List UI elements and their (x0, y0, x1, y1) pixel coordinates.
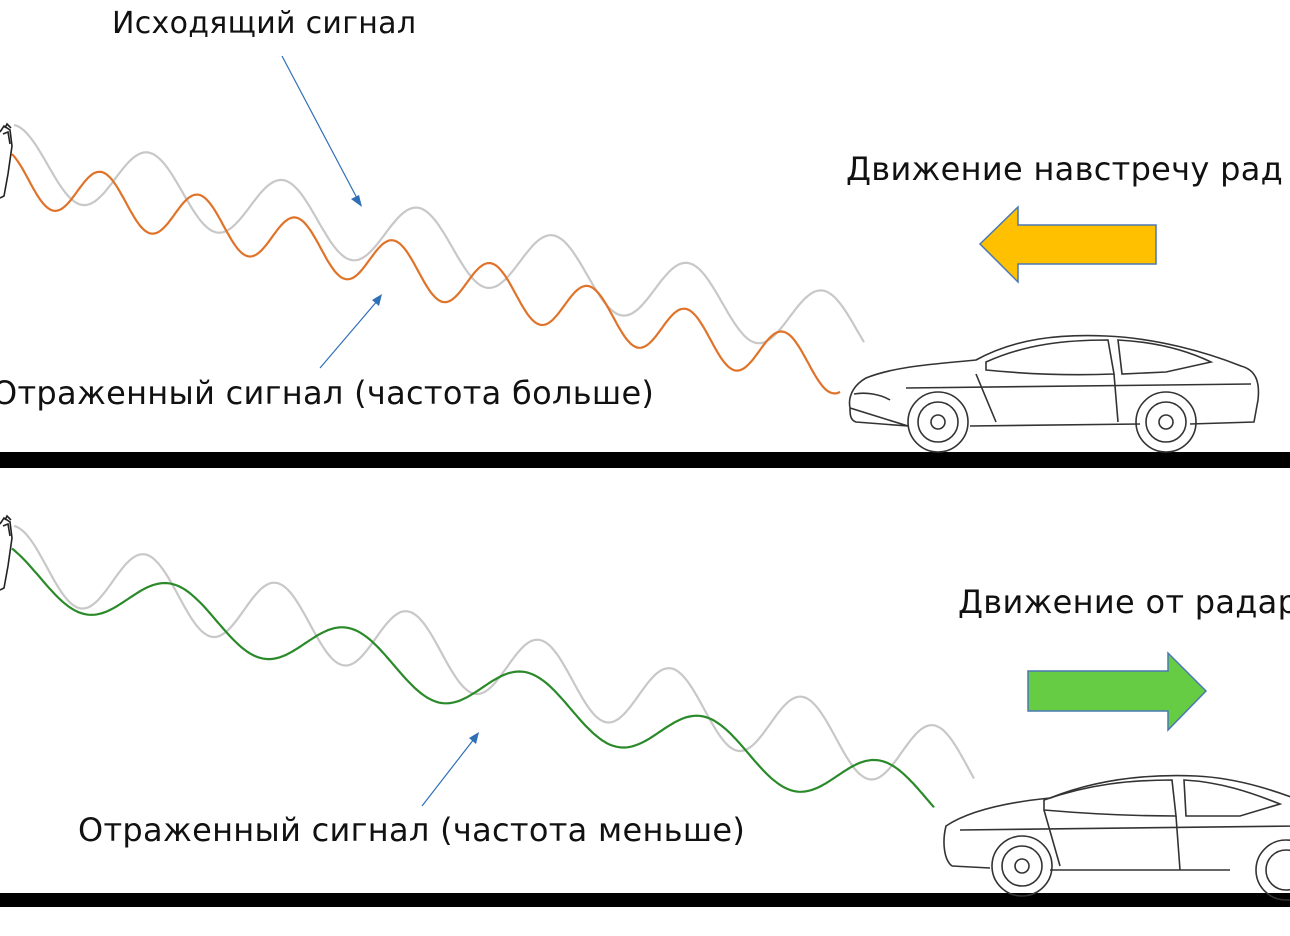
radar-gun-icon (0, 122, 13, 199)
road-top (0, 452, 1290, 468)
pointer-reflected-higher-head (372, 294, 382, 306)
pointer-outgoing-head (351, 195, 362, 207)
reflected-wave-lower (11, 547, 935, 809)
pointer-reflected-lower-head (469, 732, 479, 744)
arrow-right-icon (1027, 651, 1208, 732)
car-icon (848, 334, 1260, 453)
outgoing-wave-top (13, 123, 865, 345)
motion-away-label: Движение от радар (958, 583, 1290, 621)
arrow-left-icon (978, 205, 1157, 284)
pointer-arrows (281, 55, 479, 807)
reflected-lower-label: Отраженный сигнал (частота меньше) (78, 811, 746, 849)
road-bottom (0, 893, 1290, 907)
outgoing-wave-bottom (13, 524, 975, 781)
car-icon (943, 774, 1290, 901)
pointer-outgoing (281, 55, 359, 201)
reflected-higher-label: Отраженный сигнал (частота больше) (0, 374, 655, 412)
pointer-reflected-higher (319, 299, 379, 369)
reflected-wave-higher (11, 153, 841, 395)
radar-gun-icon (0, 514, 13, 591)
outgoing-signal-label: Исходящий сигнал (112, 6, 417, 41)
motion-toward-label: Движение навстречу рад (846, 150, 1284, 188)
pointer-reflected-lower (421, 738, 475, 807)
